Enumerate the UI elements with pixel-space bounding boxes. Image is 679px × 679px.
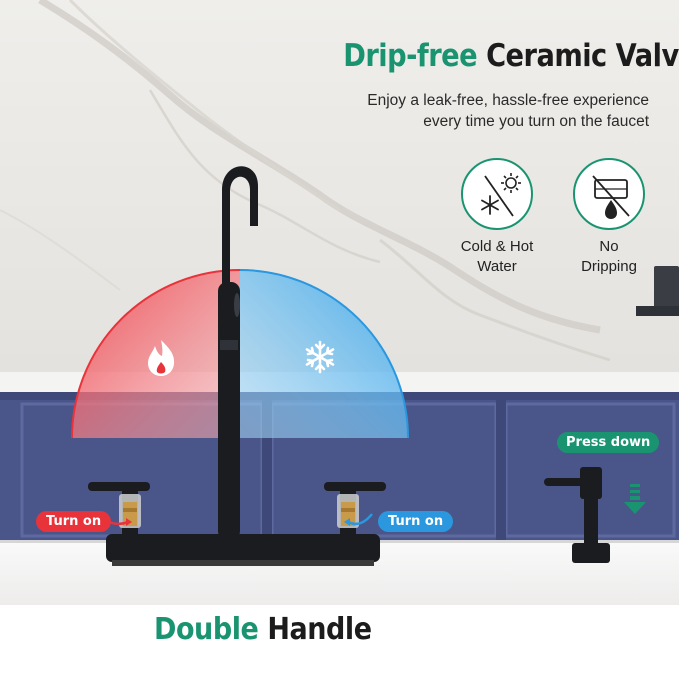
valve-cartridge-right — [337, 494, 359, 528]
bottom-title-accent: Double — [154, 612, 259, 647]
press-down-label: Press down — [557, 432, 660, 453]
arrow-down-icon — [624, 484, 646, 514]
subtitle-line-1: Enjoy a leak-free, hassle-free experienc… — [367, 92, 649, 109]
hot-turn-on-label: Turn on — [36, 511, 112, 532]
headline: Drip-free Ceramic Valve — [343, 38, 679, 74]
no-drip-icon — [573, 158, 645, 230]
feature-no-drip-label: No Dripping — [581, 238, 637, 275]
bottom-title-rest: Handle — [267, 612, 372, 647]
headline-accent: Drip-free — [343, 38, 478, 74]
soap-dispenser — [544, 467, 610, 563]
bottom-title: Double Handle — [154, 612, 372, 647]
faucet — [88, 166, 386, 566]
subtitle: Enjoy a leak-free, hassle-free experienc… — [289, 90, 649, 132]
subtitle-line-2: every time you turn on the faucet — [423, 113, 649, 130]
marble-vein — [38, 0, 601, 334]
cold-turn-on-label: Turn on — [378, 511, 454, 532]
snowflake-sun-icon — [461, 158, 533, 230]
flame-icon — [148, 340, 175, 376]
snowflake-icon — [305, 340, 335, 374]
headline-rest: Ceramic Valve — [486, 38, 679, 74]
feature-cold-hot-label: Cold & Hot Water — [460, 238, 534, 275]
